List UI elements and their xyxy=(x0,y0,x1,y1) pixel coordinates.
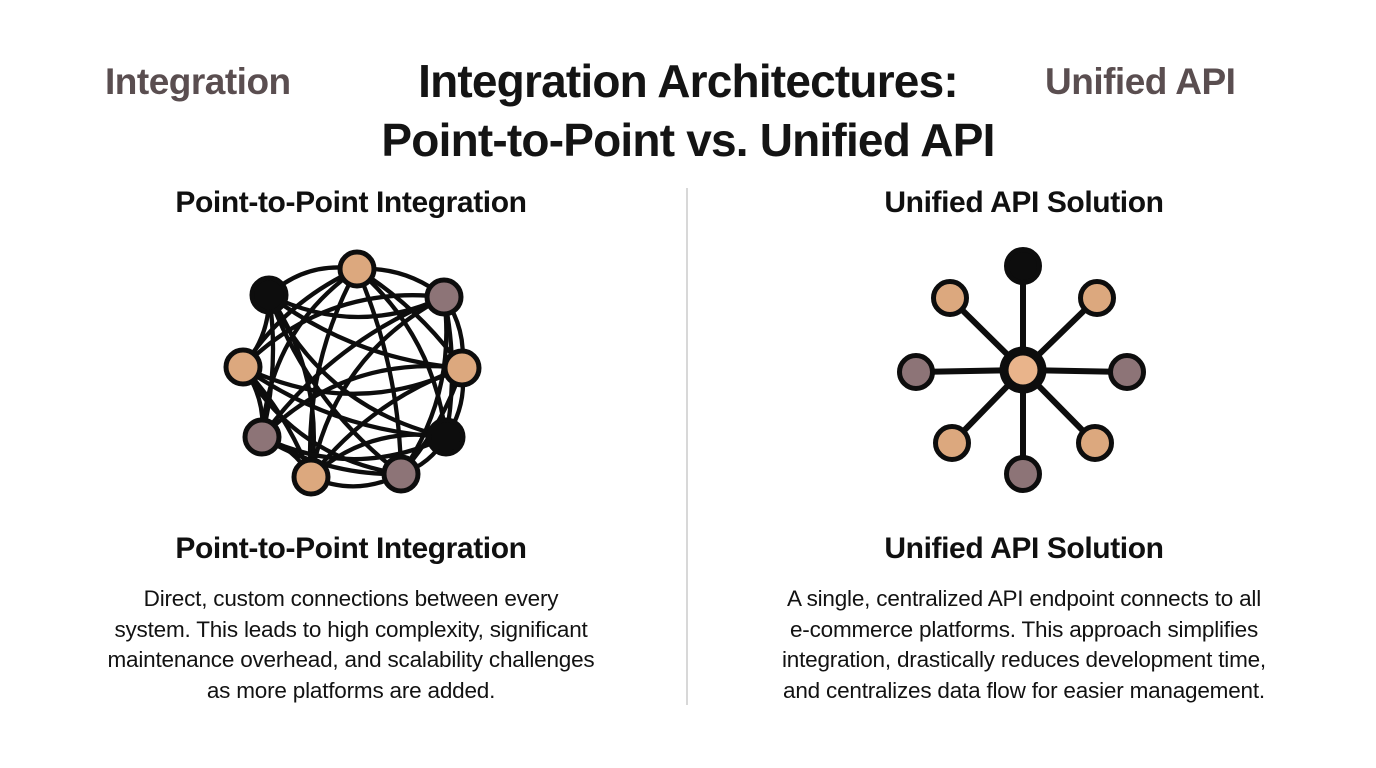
mesh-edge xyxy=(240,364,404,477)
description-line: as more platforms are added. xyxy=(206,677,496,703)
mesh-edge xyxy=(240,293,447,370)
left-description: Direct, custom connections between every… xyxy=(51,584,651,706)
platform-node-tan xyxy=(933,424,971,462)
unified-api-hub-diagram xyxy=(897,247,1146,493)
system-node-black xyxy=(426,417,466,457)
description-line: integration, drastically reduces develop… xyxy=(781,647,1266,672)
platform-node-tan xyxy=(1076,424,1114,462)
hub-node-inner xyxy=(1008,355,1038,385)
point-to-point-mesh-diagram xyxy=(223,249,482,497)
side-label-integration: Integration xyxy=(105,61,291,102)
description-line: and centralizes data flow for easier man… xyxy=(783,677,1265,703)
description-line: A single, centralized API endpoint conne… xyxy=(786,586,1262,611)
platform-node-mauve xyxy=(1004,455,1042,493)
page-title-line2: Point-to-Point vs. Unified API xyxy=(381,114,995,166)
system-node-mauve xyxy=(424,277,464,317)
description-line: system. This leads to high complexity, s… xyxy=(114,616,588,642)
mesh-edge xyxy=(308,365,465,480)
column-divider xyxy=(686,188,688,705)
system-node-tan xyxy=(223,347,263,387)
platform-node-mauve xyxy=(897,353,935,391)
platform-node-black xyxy=(1004,247,1042,285)
right-column-heading: Unified API Solution xyxy=(884,186,1164,219)
platform-node-mauve xyxy=(1108,353,1146,391)
description-line: maintenance overhead, and scalability ch… xyxy=(107,647,595,672)
description-line: e-commerce platforms. This approach simp… xyxy=(789,616,1259,642)
system-node-black xyxy=(249,275,289,315)
system-node-mauve xyxy=(381,454,421,494)
mesh-edge xyxy=(259,363,465,440)
system-node-tan xyxy=(291,457,331,497)
left-caption-heading: Point-to-Point Integration xyxy=(175,532,527,565)
system-node-mauve xyxy=(242,417,282,457)
system-node-tan xyxy=(337,249,377,289)
right-caption-heading: Unified API Solution xyxy=(884,532,1164,565)
system-node-tan xyxy=(442,348,482,388)
page-title-line1: Integration Architectures: xyxy=(418,55,959,107)
page-title: Integration Architectures: Point-to-Poin… xyxy=(0,52,1376,170)
side-label-unified-api: Unified API xyxy=(1045,61,1236,102)
platform-node-tan xyxy=(1078,279,1116,317)
mesh-edge xyxy=(398,294,449,477)
description-line: Direct, custom connections between every xyxy=(143,586,559,611)
right-description: A single, centralized API endpoint conne… xyxy=(724,584,1324,706)
platform-node-tan xyxy=(931,279,969,317)
left-column-heading: Point-to-Point Integration xyxy=(175,186,527,219)
